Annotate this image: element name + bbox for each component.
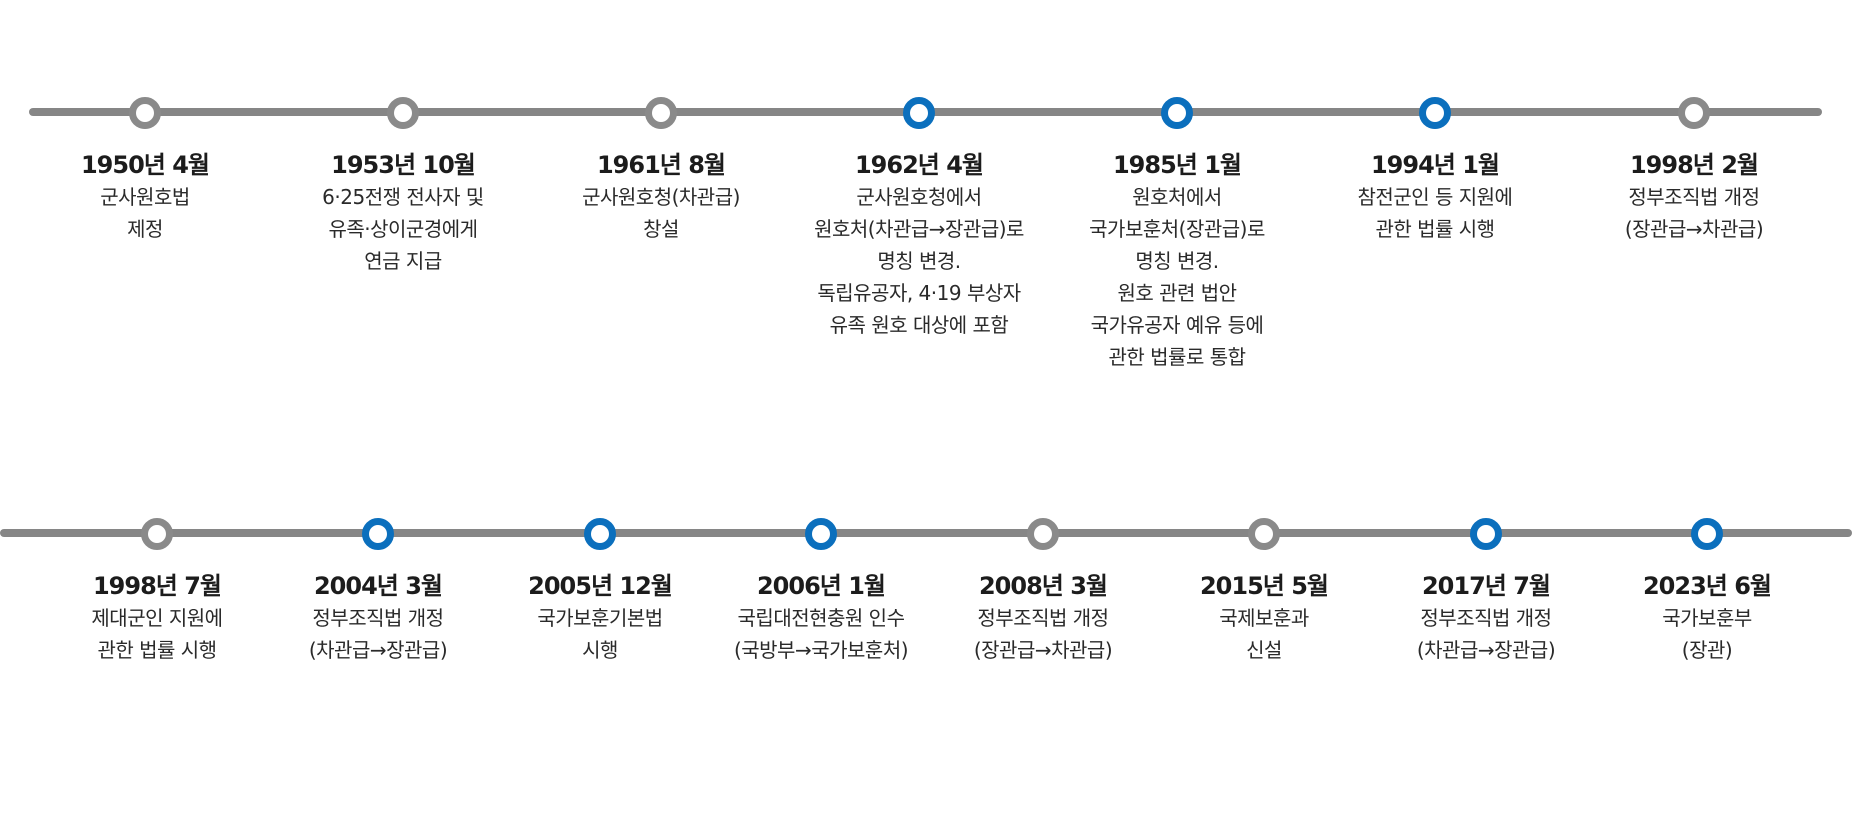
timeline-marker-gray [1027, 518, 1059, 550]
event-date: 1950년 4월 [80, 151, 210, 179]
event-description-line: 참전군인 등 지원에 [1357, 185, 1513, 209]
event-date: 1998년 7월 [92, 572, 222, 600]
event-description: 군사원호청(차관급) 창설 [532, 181, 790, 245]
event-description: 정부조직법 개정 (차관급→장관급) [1357, 602, 1615, 666]
event-description-line: (차관급→장관급) [1416, 638, 1556, 662]
event-description-line: 국립대전현충원 인수 [737, 606, 905, 630]
timeline-marker-blue [1419, 97, 1451, 129]
timeline-marker-gray [645, 97, 677, 129]
event-description-line: 관한 법률 시행 [97, 638, 217, 662]
event-description-line: 국가유공자 예유 등에 [1090, 313, 1264, 337]
event-description-line: (차관급→장관급) [308, 638, 448, 662]
event-description-line: 관한 법률 시행 [1375, 217, 1495, 241]
event-description-line: 창설 [643, 217, 679, 241]
event-description-line: 군사원호법 [100, 185, 190, 209]
event-date: 2023년 6월 [1642, 572, 1772, 600]
event-description: 정부조직법 개정 (차관급→장관급) [249, 602, 507, 666]
event-description-line: 시행 [582, 638, 618, 662]
timeline-marker-blue [903, 97, 935, 129]
event-date: 2004년 3월 [313, 572, 443, 600]
event-description-line: 제정 [127, 217, 163, 241]
event-description-line: 정부조직법 개정 [1628, 185, 1760, 209]
event-description-line: 명칭 변경. [1135, 249, 1219, 273]
event-date: 2015년 5월 [1199, 572, 1329, 600]
event-description: 국립대전현충원 인수 (국방부→국가보훈처) [692, 602, 950, 666]
event-description-line: 국가보훈처(장관급)로 [1089, 217, 1265, 241]
timeline-marker-gray [1248, 518, 1280, 550]
event-description-line: 독립유공자, 4·19 부상자 [817, 281, 1021, 305]
event-description: 정부조직법 개정 (장관급→차관급) [914, 602, 1172, 666]
event-description: 국가보훈부 (장관) [1578, 602, 1836, 666]
timeline-marker-gray [1678, 97, 1710, 129]
timeline-marker-blue [362, 518, 394, 550]
timeline-marker-blue [584, 518, 616, 550]
event-description-line: 신설 [1246, 638, 1282, 662]
timeline-marker-blue [805, 518, 837, 550]
timeline-marker-gray [387, 97, 419, 129]
event-description-line: 국가보훈부 [1662, 606, 1752, 630]
event-description-line: 유족 원호 대상에 포함 [829, 313, 1009, 337]
timeline-marker-blue [1470, 518, 1502, 550]
event-description-line: (장관) [1681, 638, 1733, 662]
event-description-line: 유족·상이군경에게 [328, 217, 478, 241]
event-description-line: 국제보훈과 [1219, 606, 1309, 630]
timeline-marker-gray [129, 97, 161, 129]
event-date: 1961년 8월 [596, 151, 726, 179]
event-description-line: 원호처(차관급→장관급)로 [814, 217, 1024, 241]
event-date: 1962년 4월 [854, 151, 984, 179]
event-date: 2006년 1월 [756, 572, 886, 600]
event-date: 1994년 1월 [1370, 151, 1500, 179]
event-date: 2005년 12월 [528, 572, 673, 600]
event-description-line: 원호 관련 법안 [1117, 281, 1237, 305]
timeline-marker-blue [1161, 97, 1193, 129]
event-description-line: 정부조직법 개정 [312, 606, 444, 630]
event-description-line: 연금 지급 [364, 249, 442, 273]
event-date: 2008년 3월 [978, 572, 1108, 600]
timeline-line-bottom [0, 529, 1852, 537]
event-description-line: 군사원호청(차관급) [582, 185, 740, 209]
event-description-line: (장관급→차관급) [973, 638, 1113, 662]
event-description-line: 명칭 변경. [877, 249, 961, 273]
event-description-line: 관한 법률로 통합 [1108, 345, 1246, 369]
timeline-marker-gray [141, 518, 173, 550]
timeline-marker-blue [1691, 518, 1723, 550]
event-description-line: 제대군인 지원에 [91, 606, 223, 630]
event-date: 1985년 1월 [1112, 151, 1242, 179]
event-date: 2017년 7월 [1421, 572, 1551, 600]
event-description: 정부조직법 개정 (장관급→차관급) [1565, 181, 1823, 245]
event-description-line: 군사원호청에서 [856, 185, 982, 209]
event-description-line: 원호처에서 [1132, 185, 1222, 209]
event-description-line: (국방부→국가보훈처) [733, 638, 909, 662]
event-date: 1998년 2월 [1629, 151, 1759, 179]
event-description-line: 국가보훈기본법 [537, 606, 663, 630]
event-description-line: 6·25전쟁 전사자 및 [322, 185, 484, 209]
event-description-line: (장관급→차관급) [1624, 217, 1764, 241]
event-date: 1953년 10월 [331, 151, 476, 179]
event-description-line: 정부조직법 개정 [977, 606, 1109, 630]
event-description-line: 정부조직법 개정 [1420, 606, 1552, 630]
